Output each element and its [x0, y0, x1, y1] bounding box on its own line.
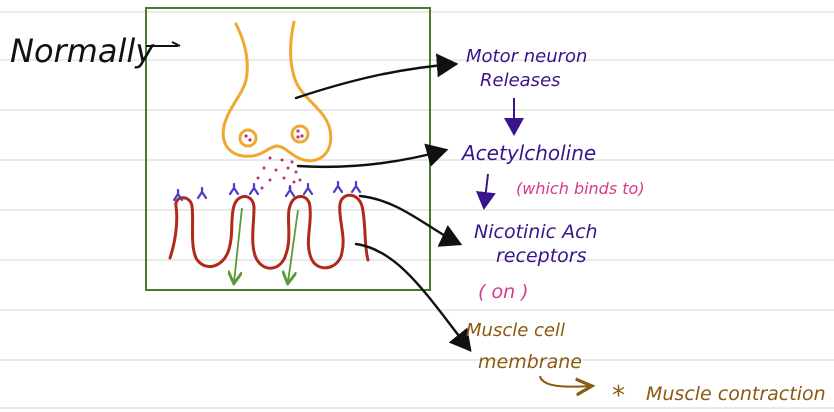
label-releases: Releases	[480, 70, 561, 91]
label-membrane: membrane	[478, 351, 582, 373]
connector-arrows	[296, 64, 470, 350]
label-which-binds-to: (which binds to)	[516, 179, 645, 198]
label-normally: Normally	[10, 32, 155, 70]
label-motor-neuron: Motor neuron	[466, 46, 587, 67]
ruled-lines	[0, 12, 834, 408]
acetylcholine-dots	[257, 157, 302, 190]
label-muscle-contraction: Muscle contraction	[646, 383, 826, 405]
label-acetylcholine: Acetylcholine	[460, 141, 596, 165]
muscle-membrane	[170, 195, 368, 268]
nicotinic-receptors	[174, 182, 360, 200]
label-asterisk: *	[612, 381, 625, 411]
contraction-arrow	[540, 376, 592, 387]
label-receptors: receptors	[496, 245, 587, 267]
label-nicotinic: Nicotinic Ach	[474, 221, 598, 243]
label-on: ( on )	[478, 281, 529, 303]
label-muscle-cell: Muscle cell	[466, 320, 565, 341]
arrow-receptor-to-nicotinic	[360, 196, 460, 244]
arrow-neuron-to-motor-label	[296, 64, 456, 98]
